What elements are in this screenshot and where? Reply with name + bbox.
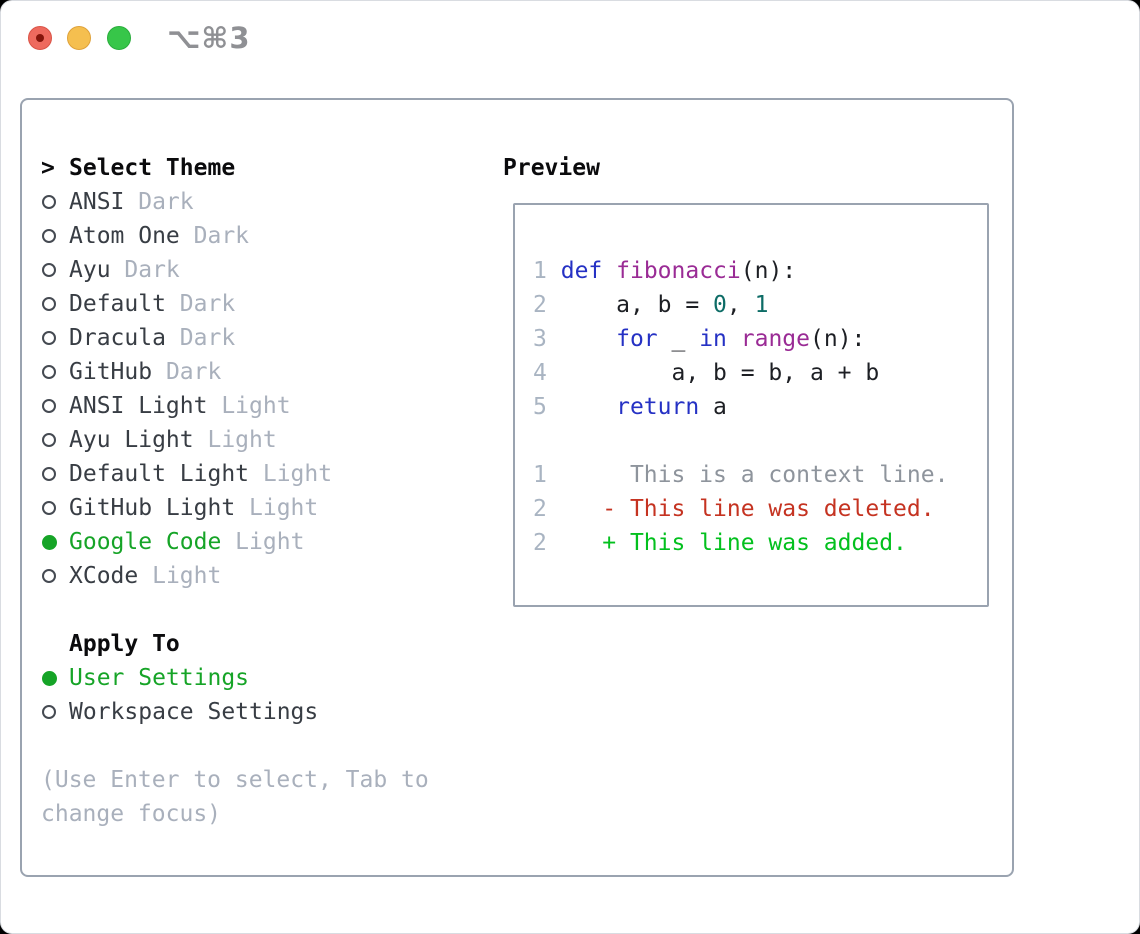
theme-item-label: Ayu: [69, 257, 111, 283]
radio-marker-cell: [41, 705, 69, 719]
radio-unselected-icon: [42, 399, 56, 413]
theme-variant-label: Dark: [165, 325, 236, 351]
code-line: 5 return a: [533, 394, 727, 420]
theme-item-label: ANSI Light: [69, 393, 208, 419]
apply-to-option[interactable]: Workspace Settings: [41, 695, 318, 729]
theme-item-label: GitHub Light: [69, 495, 236, 521]
theme-item-label: ANSI: [69, 189, 125, 215]
theme-item[interactable]: Google Code Light: [41, 525, 332, 559]
radio-unselected-icon: [42, 569, 56, 583]
radio-unselected-icon: [42, 331, 56, 345]
radio-unselected-icon: [42, 297, 56, 311]
theme-variant-label: Light: [193, 427, 277, 453]
close-button[interactable]: [28, 26, 52, 50]
radio-unselected-icon: [42, 705, 56, 719]
theme-item[interactable]: GitHub Light Light: [41, 491, 332, 525]
titlebar: ⌥⌘3: [1, 1, 1139, 75]
theme-item[interactable]: GitHub Dark: [41, 355, 332, 389]
theme-item[interactable]: Ayu Light Light: [41, 423, 332, 457]
zoom-button[interactable]: [107, 26, 131, 50]
apply-to-header: Apply To: [41, 627, 318, 661]
theme-item[interactable]: Ayu Dark: [41, 253, 332, 287]
radio-selected-icon: [42, 534, 57, 550]
theme-variant-label: Dark: [110, 257, 180, 283]
radio-marker-cell: [41, 229, 69, 243]
theme-variant-label: Dark: [124, 189, 194, 215]
preview-title: Preview: [503, 155, 600, 181]
radio-marker-cell: [41, 433, 69, 447]
radio-unselected-icon: [42, 263, 56, 277]
radio-marker-cell: [41, 263, 69, 277]
theme-list-title: Select Theme: [69, 155, 236, 181]
radio-marker-cell: [41, 195, 69, 209]
apply-to-option[interactable]: User Settings: [41, 661, 318, 695]
minimize-button[interactable]: [67, 26, 91, 50]
radio-marker-cell: [41, 534, 69, 550]
apply-to-title: Apply To: [69, 631, 180, 657]
theme-variant-label: Dark: [179, 223, 250, 249]
radio-marker-cell: [41, 569, 69, 583]
theme-item-label: Atom One: [69, 223, 180, 249]
close-dot-icon: [36, 34, 44, 42]
theme-variant-label: Light: [138, 563, 222, 589]
theme-variant-label: Light: [235, 495, 319, 521]
window-title: ⌥⌘3: [167, 21, 251, 55]
chevron-right-icon: >: [41, 155, 55, 181]
theme-item-label: GitHub: [69, 359, 153, 385]
radio-unselected-icon: [42, 195, 56, 209]
theme-item-label: Google Code: [69, 529, 222, 555]
radio-unselected-icon: [42, 365, 56, 379]
radio-marker-cell: [41, 297, 69, 311]
code-line: 1 This is a context line.: [533, 462, 949, 488]
theme-list-header: > Select Theme: [41, 151, 332, 185]
theme-item[interactable]: Default Dark: [41, 287, 332, 321]
theme-item[interactable]: Dracula Dark: [41, 321, 332, 355]
radio-marker-cell: [41, 399, 69, 413]
code-line: 4 a, b = b, a + b: [533, 360, 880, 386]
code-line: 2 - This line was deleted.: [533, 496, 935, 522]
radio-unselected-icon: [42, 501, 56, 515]
theme-variant-label: Dark: [152, 359, 222, 385]
keyboard-hint: (Use Enter to select, Tab to change focu…: [41, 767, 429, 827]
code-line: 1 def fibonacci(n):: [533, 258, 797, 284]
theme-variant-label: Light: [249, 461, 333, 487]
radio-marker-cell: [41, 331, 69, 345]
radio-unselected-icon: [42, 433, 56, 447]
radio-selected-icon: [42, 670, 57, 686]
radio-marker-cell: [41, 670, 69, 686]
preview-box: 1 def fibonacci(n): 2 a, b = 0, 1 3 for _ …: [513, 203, 989, 607]
radio-marker-cell: [41, 365, 69, 379]
theme-item[interactable]: Default Light Light: [41, 457, 332, 491]
theme-variant-label: Dark: [165, 291, 236, 317]
apply-to-option-label: Workspace Settings: [69, 699, 319, 725]
theme-item-label: Default: [69, 291, 166, 317]
code-preview: 1 def fibonacci(n): 2 a, b = 0, 1 3 for _ …: [533, 254, 948, 560]
apply-to-option-label: User Settings: [69, 665, 250, 691]
radio-unselected-icon: [42, 467, 56, 481]
radio-marker-cell: [41, 501, 69, 515]
theme-item[interactable]: ANSI Dark: [41, 185, 332, 219]
theme-item[interactable]: ANSI Light Light: [41, 389, 332, 423]
code-line: [533, 424, 948, 458]
code-line: 2 + This line was added.: [533, 530, 907, 556]
theme-variant-label: Light: [221, 529, 305, 555]
theme-item-label: XCode: [69, 563, 139, 589]
code-line: 3 for _ in range(n):: [533, 326, 866, 352]
radio-marker-cell: [41, 467, 69, 481]
radio-unselected-icon: [42, 229, 56, 243]
theme-variant-label: Light: [207, 393, 291, 419]
prompt-marker-cell: >: [41, 155, 69, 181]
theme-item-label: Ayu Light: [69, 427, 194, 453]
theme-item[interactable]: XCode Light: [41, 559, 332, 593]
code-line: 2 a, b = 0, 1: [533, 292, 769, 318]
theme-item-label: Dracula: [69, 325, 166, 351]
theme-item[interactable]: Atom One Dark: [41, 219, 332, 253]
theme-item-label: Default Light: [69, 461, 250, 487]
